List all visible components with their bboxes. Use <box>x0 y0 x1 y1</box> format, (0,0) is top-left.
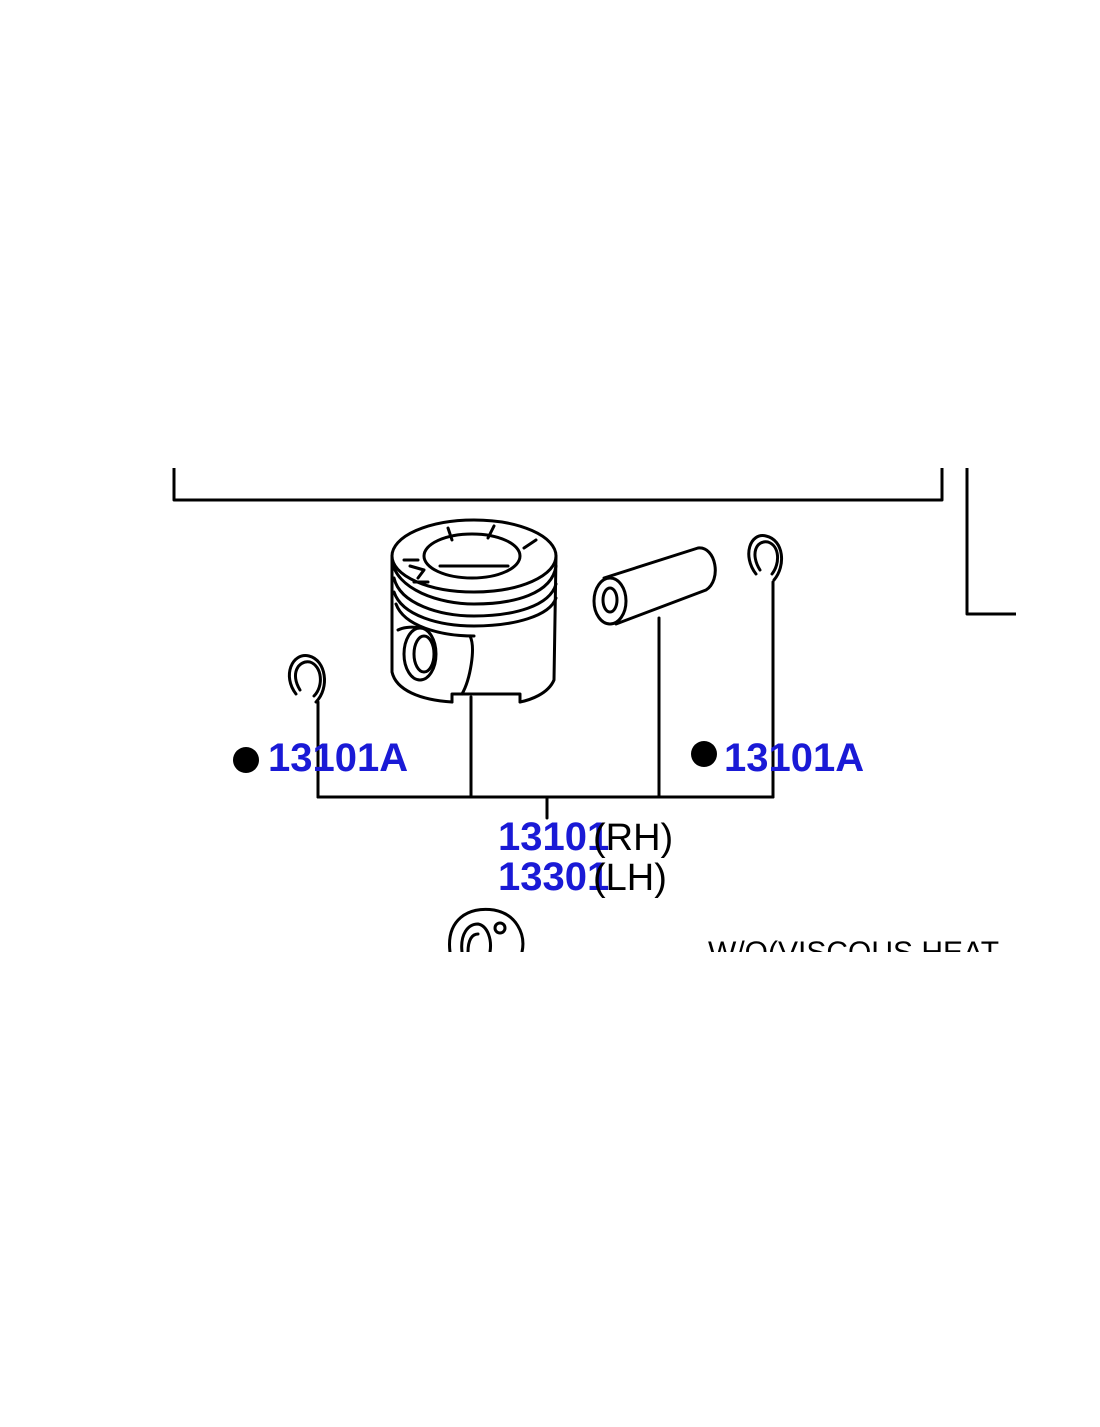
left-snap-ring-icon <box>287 654 326 704</box>
group-bracket <box>172 468 944 502</box>
side-bracket <box>965 468 1016 616</box>
piston-icon <box>390 518 558 704</box>
right-snap-ring-icon <box>747 534 783 582</box>
right-clip-part-link[interactable]: 13101A <box>724 736 864 780</box>
piston-lh-part-link[interactable]: 13301 <box>498 855 609 899</box>
viscous-heater-note: W/O(VISCOUS HEAT <box>708 936 999 969</box>
piston-pin-icon <box>592 546 717 626</box>
piston-rh-qualifier: (RH) <box>593 817 673 859</box>
left-callout-bullet <box>233 747 259 773</box>
piston-rh-part-link[interactable]: 13101 <box>498 815 609 859</box>
left-clip-part-link[interactable]: 13101A <box>268 736 408 780</box>
piston-lh-qualifier: (LH) <box>593 857 667 899</box>
bearing-icon <box>448 907 525 952</box>
right-callout-bullet <box>691 741 717 767</box>
